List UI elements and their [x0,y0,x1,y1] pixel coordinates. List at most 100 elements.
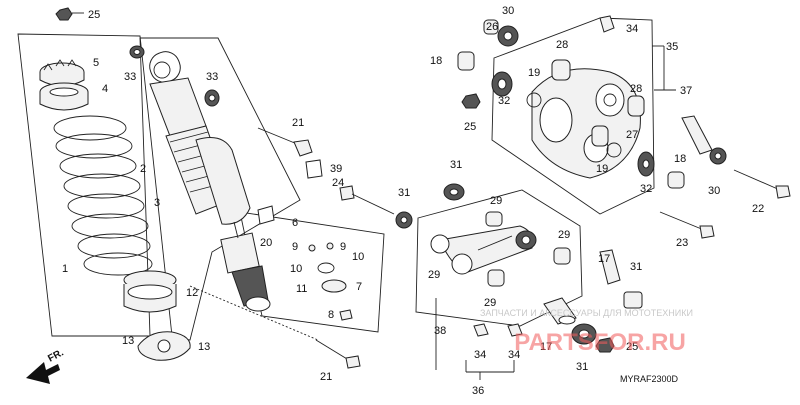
right-group-brackets [652,45,676,91]
bushing-28-a [551,59,571,81]
callout-34-mid: 34 [508,349,520,361]
seal-32-right [637,151,655,177]
callout-20: 20 [260,237,272,249]
seal-31-bottom [571,323,597,345]
callout-25-bottom: 25 [626,341,638,353]
callout-30-top: 30 [502,5,514,17]
callout-21-lower: 21 [320,371,332,383]
bushing-28-b [627,95,645,117]
callout-25-mid: 25 [464,121,476,133]
callout-38: 38 [434,325,446,337]
callout-31-mid: 31 [450,159,462,171]
callout-11: 11 [296,283,307,295]
callout-18-right: 18 [674,153,686,165]
connecting-rod [430,225,537,275]
callout-8: 8 [328,309,334,321]
callout-30-right: 30 [708,185,720,197]
callout-2: 2 [140,163,146,175]
nut-25-top [55,7,84,21]
callout-17-right: 17 [598,253,610,265]
collar-31-left [395,211,413,229]
callout-28-top: 28 [556,39,568,51]
callout-34-left: 34 [474,349,486,361]
callout-25-top: 25 [88,9,100,21]
callout-32-left: 32 [498,95,510,107]
callout-18-left: 18 [430,55,442,67]
seal-32-left [491,71,513,97]
spring-adjuster-5 [39,59,85,87]
bushing-29-b [553,247,571,265]
front-arrow-icon [26,362,60,384]
bolt-23 [659,211,715,239]
callout-26: 26 [486,21,498,33]
damper-body-3 [149,51,271,312]
collar-31-right [623,291,643,309]
callout-19-bottom: 19 [596,163,608,175]
spring-seat-12 [123,270,177,313]
nut-25-bottom [595,337,615,353]
callout-9-left: 9 [292,241,298,253]
bolt-22 [733,169,791,199]
callout-22: 22 [752,203,764,215]
callout-31-left: 31 [398,187,410,199]
callout-19-top: 19 [528,67,540,79]
grease-fittings-34 [473,323,523,337]
callout-7: 7 [356,281,362,293]
callout-35: 35 [666,41,678,53]
seal-31-mid [443,183,465,201]
callout-31-right: 31 [630,261,642,273]
callout-28-right: 28 [630,83,642,95]
circlip-19-b [606,142,622,158]
callout-33-left: 33 [124,71,136,83]
callout-29-b: 29 [558,229,570,241]
grease-fitting-34-top [599,15,615,33]
brand-watermark: PARTSFOR.RU [514,329,686,356]
washer-33-right [204,89,220,107]
bushing-29-a [485,211,503,227]
callout-3: 3 [154,197,160,209]
callout-10-right: 10 [352,251,364,263]
callout-23: 23 [676,237,688,249]
shock-arm [531,68,641,179]
callout-10-left: 10 [290,263,302,275]
callout-29-c: 29 [484,297,496,309]
bushing-27 [591,125,609,147]
label-20-part [257,205,275,225]
cap-18-left [457,51,475,71]
collar-17-right [599,249,621,285]
callout-4: 4 [102,83,108,95]
coil-spring-2 [53,115,153,276]
linkage-group-frame [415,189,583,327]
callout-34-top: 34 [626,23,638,35]
callout-33-right: 33 [206,71,218,83]
callout-29-d: 29 [490,195,502,207]
callout-labels: 25 5 4 33 33 2 3 1 12 13 13 21 39 20 6 9… [62,5,764,397]
callout-21-upper: 21 [292,117,304,129]
watermark-text: ЗАПЧАСТИ И АКСЕССУАРЫ ДЛЯ МОТОТЕХНИКИ [480,308,693,318]
callout-5: 5 [93,57,99,69]
callout-29-a: 29 [428,269,440,281]
cap-18-right [667,171,685,189]
callout-31-bottom: 31 [576,361,588,373]
diagram-code: MYRAF2300D [620,374,679,384]
lock-nut-4 [39,82,89,111]
stopper-plate-13 [137,331,191,361]
callout-36: 36 [472,385,484,397]
washer-33-left [129,45,145,59]
callout-17-bottom: 17 [540,341,552,353]
callout-24: 24 [332,177,344,189]
group-brackets [435,298,515,380]
nut-25-mid [461,93,481,109]
callout-13-right: 13 [198,341,210,353]
callout-32-right: 32 [640,183,652,195]
callout-27: 27 [626,129,638,141]
collar-17 [543,297,577,325]
circlip-19-a [526,92,542,108]
callout-6: 6 [292,217,298,229]
label-39-part [305,159,323,179]
callout-1: 1 [62,263,68,275]
bolt-24 [339,185,395,215]
callout-13-left: 13 [122,335,134,347]
seal-30-right [709,147,727,165]
